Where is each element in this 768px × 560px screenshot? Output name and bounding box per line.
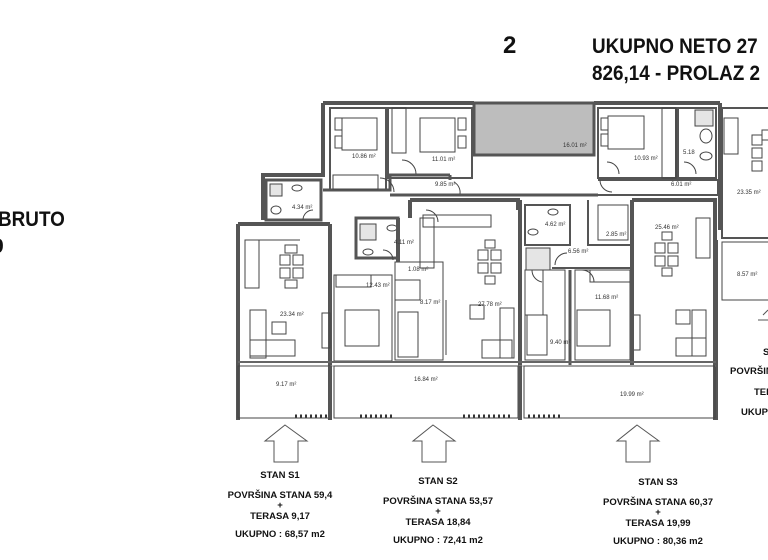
side-apartment-terrace: TER: [754, 387, 768, 398]
void-shaft: [472, 101, 596, 157]
room-area-9-85: 9.85 m²: [435, 182, 456, 188]
terrace-area: TERASA 19,99: [625, 517, 691, 529]
room-area-6-56: 6.56 m²: [568, 249, 589, 255]
apartment-name: STAN S2: [418, 476, 458, 487]
net-total-heading: UKUPNO NETO 27: [592, 35, 758, 58]
apartment-area: POVRŠINA STANA 59,4: [227, 489, 333, 501]
apartment-area: POVRŠINA STANA 53,57: [383, 495, 493, 507]
apartment-total: UKUPNO : 72,41 m2: [393, 535, 483, 546]
apartment-name: STAN S3: [638, 477, 678, 488]
plus-sign: +: [277, 500, 283, 511]
apartment-total: UKUPNO : 68,57 m2: [235, 529, 325, 540]
room-area-4-11: 4.11 m²: [394, 240, 414, 246]
room-area-25-46: 25.46 m²: [655, 225, 679, 231]
room-area-5-18: 5.18: [683, 150, 695, 156]
plus-sign: +: [435, 506, 441, 517]
room-area-8-57: 8.57 m²: [737, 272, 758, 278]
apartment-name: STAN S1: [260, 470, 300, 481]
room-area-23-34: 23.34 m²: [280, 312, 304, 318]
room-area-27-78: 27.78 m²: [478, 302, 502, 308]
plus-sign: +: [655, 507, 661, 518]
gross-label: BRUTO: [0, 208, 65, 231]
apartment-summary-s1: STAN S1 POVRŠINA STANA 59,4 + TERASA 9,1…: [200, 471, 360, 540]
room-area-11-68: 11.68 m²: [595, 295, 619, 301]
side-apartment-total: UKUPN: [741, 407, 768, 418]
room-area-6-01: 6.01 m²: [671, 182, 692, 188]
room-area-10-86: 10.86 m²: [352, 154, 376, 160]
apartment-area: POVRŠINA STANA 60,37: [603, 496, 713, 508]
room-area-1-08: 1.08 m²: [408, 267, 429, 273]
terrace-area-16-84: 16.84 m²: [414, 377, 438, 383]
side-apartment-name: S: [763, 347, 768, 358]
terrace-area-9-17: 9.17 m²: [276, 382, 297, 388]
terrace-area: TERASA 9,17: [250, 510, 310, 522]
apartment-summary-s3: STAN S3 POVRŠINA STANA 60,37 + TERASA 19…: [578, 478, 738, 547]
room-area-9-40: 9.40 m²: [550, 340, 571, 346]
room-area-8-17: 8.17 m²: [420, 300, 441, 306]
floor-number: 2: [503, 32, 517, 59]
room-area-10-93: 10.93 m²: [634, 156, 658, 162]
side-apartment-area: POVRŠIN: [730, 366, 768, 377]
room-area-4-34: 4.34 m²: [292, 205, 313, 211]
room-area-12-43: 12.43 m²: [366, 283, 390, 289]
apartment-summary-s2: STAN S2 POVRŠINA STANA 53,57 + TERASA 18…: [358, 477, 518, 546]
apartment-total: UKUPNO : 80,36 m2: [613, 536, 703, 547]
room-area-2-85: 2.85 m²: [606, 232, 627, 238]
terrace-area-19-99: 19.99 m²: [620, 392, 644, 398]
room-area-11-01: 11.01 m²: [432, 157, 456, 163]
room-area-4-62: 4.62 m²: [545, 222, 566, 228]
terrace-area: TERASA 18,84: [405, 516, 471, 528]
room-area-16-01: 16.01 m²: [563, 143, 587, 149]
room-area-23-35: 23.35 m²: [737, 190, 761, 196]
gross-value: 9: [0, 235, 4, 259]
passage-heading: 826,14 - PROLAZ 2: [592, 62, 761, 85]
